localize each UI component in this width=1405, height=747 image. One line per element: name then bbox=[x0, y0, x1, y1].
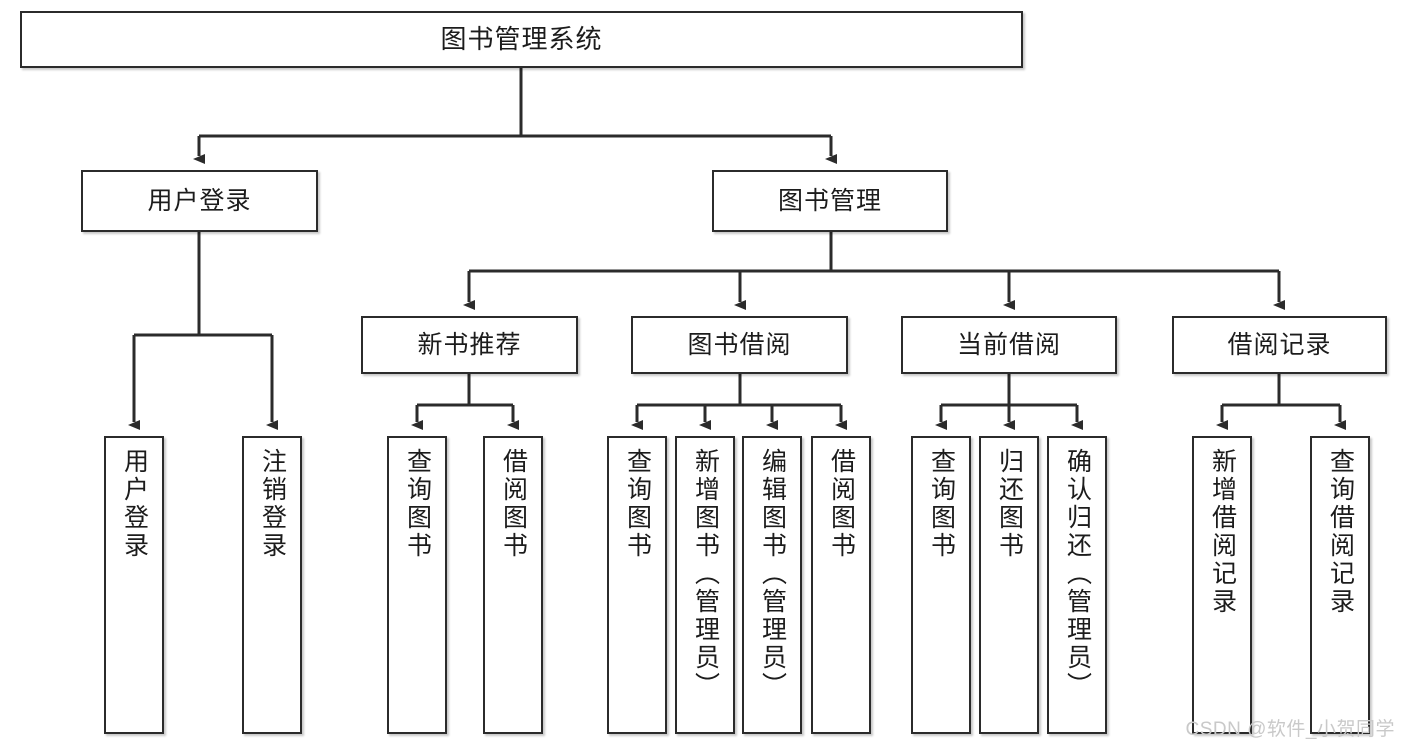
leaf-label: 借阅图书 bbox=[499, 448, 528, 560]
node-label: 当前借阅 bbox=[956, 331, 1061, 359]
leaf-book-borrow-edit-book-admin[interactable]: 编辑图书（管理员） bbox=[742, 436, 802, 734]
leaf-label: 确认归还（管理员） bbox=[1063, 448, 1092, 700]
node-label: 图书借阅 bbox=[687, 331, 792, 359]
leaf-label: 注销登录 bbox=[258, 448, 287, 560]
leaf-current-borrow-query-books[interactable]: 查询图书 bbox=[911, 436, 971, 734]
node-root-book-management-system[interactable]: 图书管理系统 bbox=[20, 11, 1023, 68]
node-label: 新书推荐 bbox=[417, 331, 522, 359]
node-label: 借阅记录 bbox=[1227, 331, 1332, 359]
leaf-user-login-login[interactable]: 用户登录 bbox=[104, 436, 164, 734]
leaf-label: 用户登录 bbox=[120, 448, 149, 560]
node-current-borrow[interactable]: 当前借阅 bbox=[901, 316, 1117, 374]
leaf-book-borrow-add-book-admin[interactable]: 新增图书（管理员） bbox=[675, 436, 735, 734]
node-user-login[interactable]: 用户登录 bbox=[81, 170, 318, 232]
leaf-current-borrow-return-books[interactable]: 归还图书 bbox=[979, 436, 1039, 734]
node-new-book-recommend[interactable]: 新书推荐 bbox=[361, 316, 578, 374]
node-book-borrow[interactable]: 图书借阅 bbox=[631, 316, 848, 374]
leaf-label: 借阅图书 bbox=[827, 448, 856, 560]
leaf-book-borrow-query-books[interactable]: 查询图书 bbox=[607, 436, 667, 734]
leaf-new-book-borrow-books[interactable]: 借阅图书 bbox=[483, 436, 543, 734]
node-label: 图书管理系统 bbox=[440, 23, 603, 54]
leaf-label: 编辑图书（管理员） bbox=[758, 448, 787, 700]
leaf-label: 查询借阅记录 bbox=[1326, 448, 1355, 616]
leaf-book-borrow-borrow-books[interactable]: 借阅图书 bbox=[811, 436, 871, 734]
leaf-label: 查询图书 bbox=[623, 448, 652, 560]
leaf-borrow-record-query-record[interactable]: 查询借阅记录 bbox=[1310, 436, 1370, 734]
leaf-label: 新增图书（管理员） bbox=[691, 448, 720, 700]
node-book-management[interactable]: 图书管理 bbox=[712, 170, 948, 232]
leaf-label: 查询图书 bbox=[927, 448, 956, 560]
watermark: CSDN @软件_小贺同学 bbox=[1185, 719, 1395, 740]
leaf-new-book-query-books[interactable]: 查询图书 bbox=[387, 436, 447, 734]
leaf-user-login-logout[interactable]: 注销登录 bbox=[242, 436, 302, 734]
leaf-label: 查询图书 bbox=[403, 448, 432, 560]
leaf-label: 归还图书 bbox=[995, 448, 1024, 560]
leaf-label: 新增借阅记录 bbox=[1208, 448, 1237, 616]
node-borrow-record[interactable]: 借阅记录 bbox=[1172, 316, 1387, 374]
node-label: 图书管理 bbox=[777, 187, 882, 215]
leaf-borrow-record-add-record[interactable]: 新增借阅记录 bbox=[1192, 436, 1252, 734]
node-label: 用户登录 bbox=[147, 187, 252, 215]
leaf-current-borrow-confirm-return-admin[interactable]: 确认归还（管理员） bbox=[1047, 436, 1107, 734]
